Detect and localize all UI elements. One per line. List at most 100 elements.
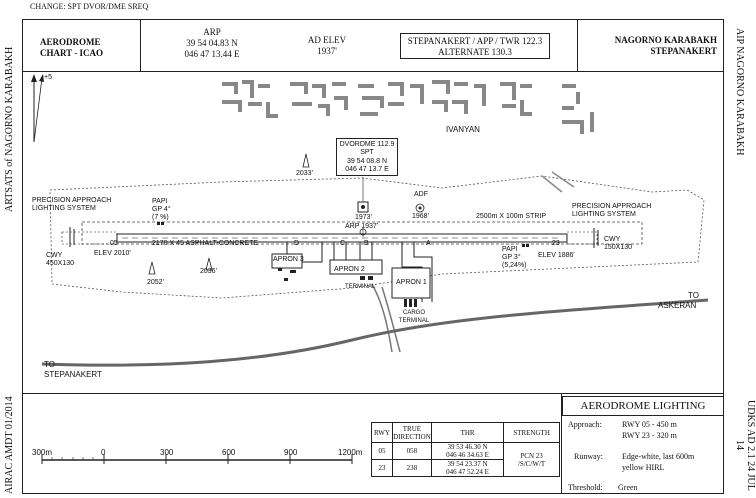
thr-lon: 046 47 52.24 E <box>446 468 489 476</box>
ivanyan-label: IVANYAN <box>446 125 480 134</box>
cwy-left-title: CWY <box>46 252 63 259</box>
papi-left-pct: (7 %) <box>152 214 169 221</box>
map-divider <box>22 393 724 394</box>
apron-3 <box>271 253 303 269</box>
clearway-23 <box>566 231 598 245</box>
scale-tick-4: 900 <box>284 448 298 457</box>
thr-lat: 39 54 23.37 N <box>447 460 488 468</box>
obstacle-1973: 1973' <box>355 214 372 221</box>
papi-right-pct: (5,24%) <box>502 262 527 269</box>
apron-2-label: APRON 2 <box>334 266 365 273</box>
scale-tick-5: 1200m <box>338 448 363 457</box>
ad-elev-block: AD ELEV 1937' <box>287 35 367 57</box>
taxiway-c: C <box>340 240 346 247</box>
arp-lon: 046 47 13.44 E <box>184 49 240 59</box>
cwy-right-size: 150X130 <box>604 244 633 251</box>
col-strength: STRENGTH <box>503 422 560 443</box>
strength-line-1: PCN 23 <box>520 451 543 460</box>
dvor-lon: 046 47 13.7 E <box>345 166 389 173</box>
arp-icon <box>359 227 367 237</box>
cell-thr: 39 53 46.30 N 046 46 34.63 E <box>430 442 505 460</box>
dvor-name: DVORDME 112.9 <box>339 141 395 148</box>
chart-title: AERODROME CHART - ICAO <box>40 37 130 59</box>
ad-elev-value: 1937' <box>317 46 337 56</box>
chart-title-line-2: CHART - ICAO <box>40 48 104 58</box>
lighting-divider <box>561 394 562 494</box>
runway-lighting-value-2: yellow HIRL <box>622 463 665 472</box>
strength-line-2: /S/C/W/T <box>517 459 546 468</box>
papi-icon <box>157 222 529 247</box>
change-note: CHANGE: SPT DVOR/DME SREQ <box>30 2 149 11</box>
to-askeran-1: TO <box>688 291 699 300</box>
pals-right-1: PRECISION APPROACH <box>572 203 652 210</box>
runway-designator-23: 23 <box>552 240 560 247</box>
papi-left-gp: GP 4° <box>152 206 171 213</box>
runway-strip <box>81 221 643 245</box>
table-row: 05 058 39 53 46.30 N 046 46 34.63 E PCN … <box>371 442 560 477</box>
runway-lighting-label: Runway: <box>574 452 603 461</box>
elev-threshold-23: ELEV 1886' <box>538 252 575 259</box>
papi-left: PAPI GP 4° (7 %) <box>152 198 171 222</box>
apron-2 <box>329 259 383 275</box>
dvor-info-box: DVORDME 112.9 SPT 39 54 08.8 N 046 47 13… <box>336 138 398 176</box>
apron-1 <box>391 267 431 299</box>
pals-right: PRECISION APPROACH LIGHTING SYSTEM <box>572 203 651 219</box>
cell-dir: 238 <box>391 459 432 477</box>
pals-right-2: LIGHTING SYSTEM <box>572 211 636 218</box>
cwy-right: CWY 150X130 <box>604 236 632 252</box>
cell-rwy: 05 <box>371 442 393 460</box>
scale-tick-1: 0 <box>101 448 106 457</box>
papi-right: PAPI GP 3° (5,24%) <box>502 246 527 270</box>
scale-tick-3: 600 <box>222 448 236 457</box>
side-text-right-bottom: UDKS AD 2.1 24 JUL 14 <box>734 399 756 491</box>
north-arrow-icon <box>31 74 44 143</box>
header: AERODROME CHART - ICAO ARP 39 54 04.83 N… <box>22 19 724 72</box>
access-road <box>371 283 393 353</box>
village-buildings-icon <box>222 80 594 134</box>
obstacle-icon <box>148 153 310 275</box>
apron-1-label: APRON 1 <box>396 279 427 286</box>
chart-title-line-1: AERODROME <box>40 37 101 47</box>
frequency-alternate: ALTERNATE 130.3 <box>438 47 512 57</box>
scale-bar <box>41 454 353 464</box>
papi-left-title: PAPI <box>152 198 168 205</box>
magnetic-variation: +5 <box>44 74 52 81</box>
frequency-primary: STEPANAKERT / APP / TWR 122.3 <box>407 36 543 46</box>
col-rwy: RWY <box>371 422 393 443</box>
cargo-line-1: CARGO <box>402 310 425 316</box>
taxiway-d: D <box>294 240 300 247</box>
cell-dir: 058 <box>391 442 432 460</box>
side-text-right-top: AIP NAGORNO KARABAKH <box>734 28 745 156</box>
main-road <box>41 298 709 367</box>
apron-3-label: APRON 3 <box>273 256 304 263</box>
approach-label: Approach: <box>568 420 602 429</box>
elev-threshold-05: ELEV 2010' <box>94 250 131 257</box>
to-askeran: TO ASKERAN <box>658 291 699 311</box>
papi-right-title: PAPI <box>502 246 518 253</box>
runway-lighting-value-1: Edge-white, last 600m <box>622 452 695 461</box>
approach-value-1: RWY 05 - 450 m <box>622 420 677 429</box>
cell-rwy: 23 <box>371 459 393 477</box>
cargo-terminal-label: CARGO TERMINAL <box>396 309 432 325</box>
obstacle-2033: 2033' <box>296 170 313 177</box>
obstacle-2052: 2052' <box>147 279 164 286</box>
strip-label: 2500m X 100m STRIP <box>476 213 547 220</box>
adf-icon <box>415 203 425 213</box>
cwy-right-title: CWY <box>604 236 621 243</box>
threshold-label: Threshold: <box>568 483 603 492</box>
col-thr: THR <box>430 422 505 443</box>
pals-left-1: PRECISION APPROACH <box>32 197 112 204</box>
arp-block: ARP 39 54 04.83 N 046 47 13.44 E <box>162 27 262 60</box>
dvor-ident: SPT <box>360 149 374 156</box>
aerodrome-map <box>31 74 709 367</box>
to-stepanakert-1: TO <box>44 360 55 369</box>
aerodrome-lighting-title: AERODROME LIGHTING <box>562 396 724 416</box>
chart-frame <box>22 19 724 494</box>
cargo-line-2: TERMINAL <box>398 318 430 324</box>
col-true-direction: TRUE DIRECTION <box>391 422 432 443</box>
clearway-05 <box>61 231 118 245</box>
side-text-left-top: ARTSATS of NAGORNO KARABAKH <box>4 46 15 213</box>
arp-label: ARP <box>203 27 221 37</box>
arp-lat: 39 54 04.83 N <box>186 38 238 48</box>
pals-left-2: LIGHTING SYSTEM <box>32 205 96 212</box>
